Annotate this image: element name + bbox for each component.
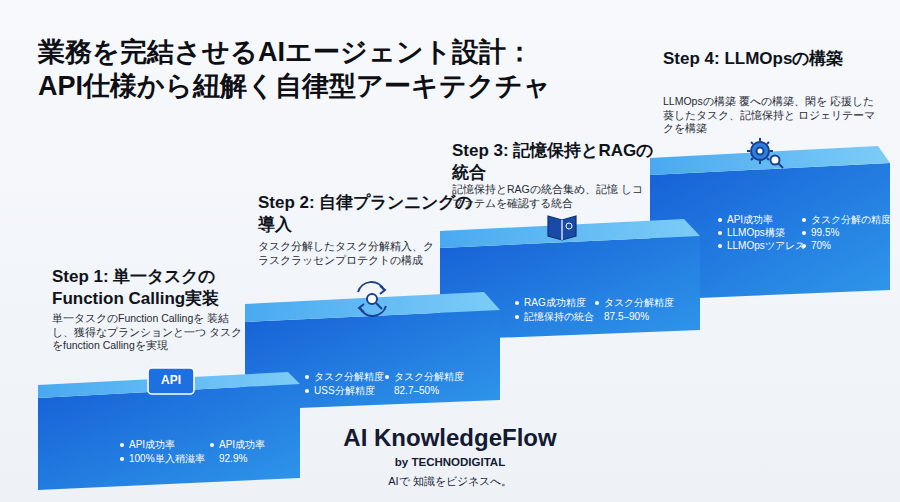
- metric-item: 87.5–90%: [595, 310, 649, 323]
- metric-text: 記憶保持の統合: [524, 311, 594, 322]
- step-heading: Step 4: LLMOpsの構築: [663, 48, 863, 70]
- step-heading: Step 1: 単一タスクの Function Calling実装: [52, 266, 257, 310]
- brand-byline: by TECHNODIGITAL: [290, 455, 610, 470]
- metric-text: 92.9%: [219, 453, 247, 464]
- bullet-dot: [385, 375, 389, 379]
- metric-item: LLMOpsツアレス: [718, 239, 805, 252]
- bullet-dot: [515, 301, 519, 305]
- step-description: 記憶保持とRAGの統合集め、記憶 しコファテムを確認する統合: [452, 183, 644, 210]
- metric-item: 70%: [802, 239, 831, 252]
- metric-item: API成功率: [120, 438, 175, 451]
- bullet-dot: [595, 301, 599, 305]
- bullet-dot: [210, 443, 214, 447]
- step-description: 単一タスクのFunction Callingを 装結し、獲得なプランションと一つ…: [52, 312, 244, 353]
- metric-text: タスク分解精度: [394, 371, 464, 382]
- metric-text: API成功率: [727, 214, 773, 225]
- metric-text: タスク分解の精度: [811, 214, 891, 225]
- step-heading: Step 2: 自律プランニングの導入: [258, 192, 473, 236]
- api-icon: [148, 368, 194, 394]
- step-block: Step 3: 記憶保持とRAGの統合記憶保持とRAGの統合集め、記憶 しコファ…: [440, 134, 700, 340]
- bullet-dot: [718, 244, 722, 248]
- metric-item: 92.9%: [210, 452, 247, 465]
- bullet-dot: [718, 231, 722, 235]
- metric-item: RAG成功精度: [515, 296, 586, 309]
- metric-text: RAG成功精度: [524, 297, 586, 308]
- book-icon: [548, 216, 576, 240]
- metric-item: タスク分解精度: [385, 370, 464, 383]
- bullet-dot: [802, 244, 806, 248]
- metric-item: 記憶保持の統合: [515, 310, 594, 323]
- metric-item: USS分解精度: [305, 384, 375, 397]
- bullet-dot: [515, 315, 519, 319]
- step-block: Step 2: 自律プランニングの導入タスク分解したタスク分解精入、ク ラスクラ…: [245, 186, 500, 410]
- metric-text: API成功率: [219, 439, 265, 450]
- bullet-dot: [802, 218, 806, 222]
- metric-text: LLMOps構築: [727, 227, 785, 238]
- bullet-dot: [802, 231, 806, 235]
- brand-name: AI KnowledgeFlow: [290, 422, 610, 453]
- metric-item: 82.7–50%: [385, 384, 439, 397]
- bullet-dot: [718, 218, 722, 222]
- metric-item: 99.5%: [802, 226, 839, 239]
- bullet-dot: [120, 443, 124, 447]
- metric-item: LLMOps構築: [718, 226, 785, 239]
- metric-text: 82.7–50%: [394, 385, 439, 396]
- gear-icon: [747, 138, 783, 168]
- metric-text: 87.5–90%: [604, 311, 649, 322]
- step-block: Step 4: LLMOpsの構築 LLMOpsの構築 覆への構築、閑を 応援した…: [650, 42, 890, 300]
- metric-item: API成功率: [210, 438, 265, 451]
- planning-icon: [358, 282, 386, 316]
- metric-text: 100%単入稍滋率: [129, 453, 205, 464]
- step-description: タスク分解したタスク分解精入、ク ラスクラッセンプロテクトの構成: [258, 240, 436, 267]
- step-face: [38, 384, 300, 490]
- metric-item: タスク分解精度: [595, 296, 674, 309]
- metric-text: 99.5%: [811, 227, 839, 238]
- brand-tagline: AIで 知識をビジネスへ。: [290, 474, 610, 488]
- metric-item: 100%単入稍滋率: [120, 452, 205, 465]
- metric-text: LLMOpsツアレス: [727, 240, 805, 251]
- metric-text: API成功率: [129, 439, 175, 450]
- step-description: LLMOpsの構築 覆への構築、閑を 応援した葵したタスク、記憶保持と ロジェリ…: [663, 95, 877, 136]
- icon-label: API: [148, 373, 194, 389]
- bullet-dot: [305, 389, 309, 393]
- metric-text: 70%: [811, 240, 831, 251]
- metric-text: USS分解精度: [314, 385, 375, 396]
- step-top: [245, 292, 500, 322]
- diagram-title: 業務を完結させるAIエージェント設計： API仕様から紐解く自律型アーキテクチャ: [38, 36, 583, 104]
- metric-item: API成功率: [718, 213, 773, 226]
- bullet-dot: [120, 457, 124, 461]
- metric-text: タスク分解精度: [314, 371, 384, 382]
- bullet-dot: [305, 375, 309, 379]
- step-heading: Step 3: 記憶保持とRAGの統合: [452, 140, 667, 184]
- metric-text: タスク分解精度: [604, 297, 674, 308]
- metric-item: タスク分解の精度: [802, 213, 891, 226]
- metric-item: タスク分解精度: [305, 370, 384, 383]
